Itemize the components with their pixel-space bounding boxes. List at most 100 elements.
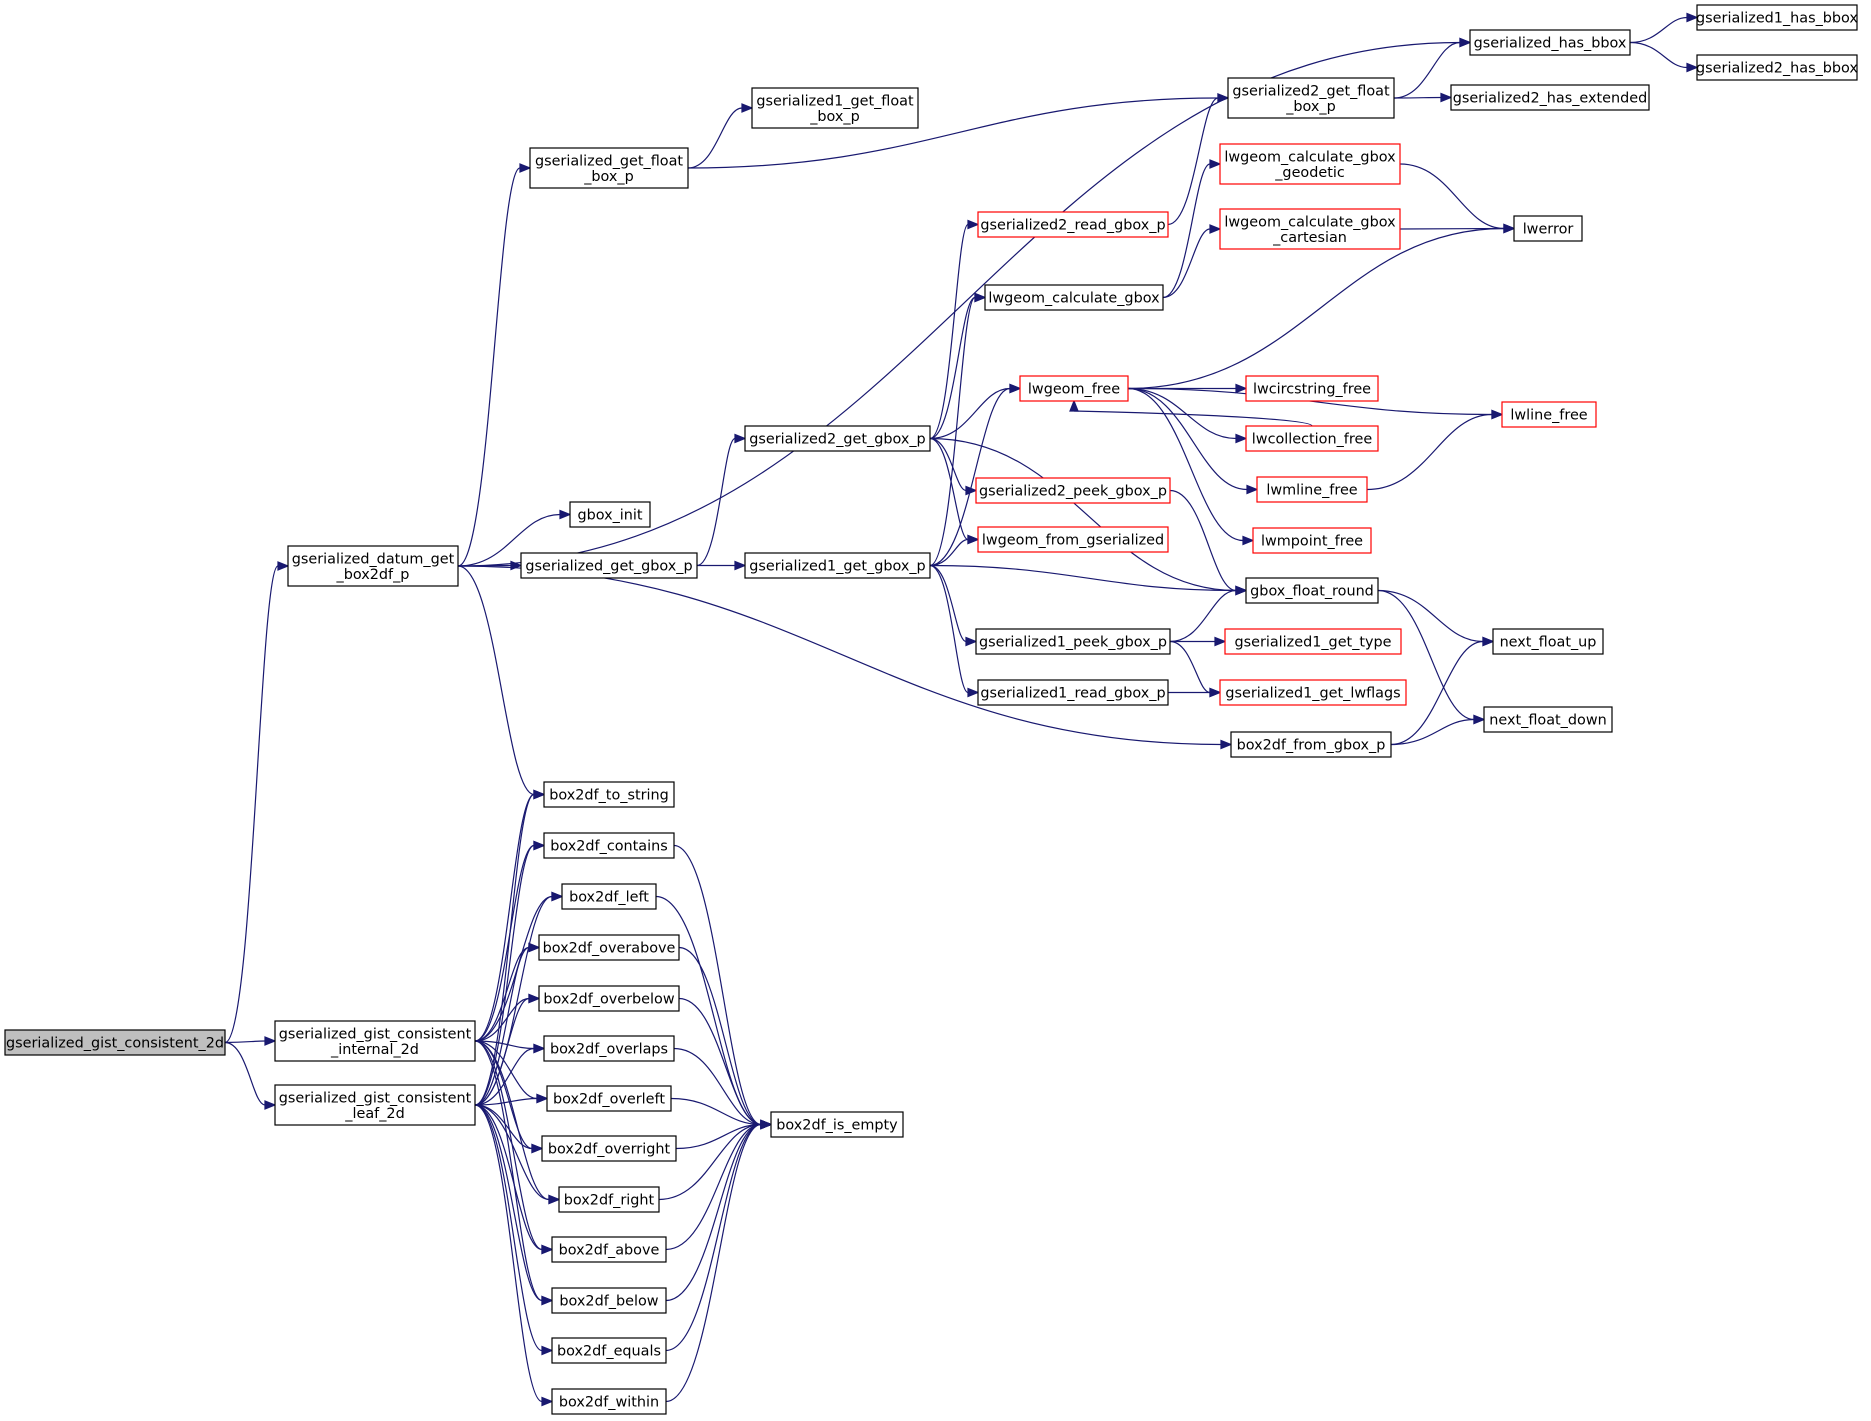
node-gserialized_get_gbox_p[interactable]: gserialized_get_gbox_p <box>520 552 698 579</box>
edge-gserialized_gist_consistent_leaf_2d-to-box2df_below <box>474 1104 554 1306</box>
node-box2df_overleft[interactable]: box2df_overleft <box>546 1085 672 1112</box>
node-label: gserialized_datum_get <box>292 551 455 567</box>
edge-line <box>665 1123 762 1251</box>
node-label: gserialized2_get_float <box>1232 83 1390 99</box>
node-gserialized1_get_lwflags[interactable]: gserialized1_get_lwflags <box>1219 679 1407 706</box>
node-box2df_above[interactable]: box2df_above <box>551 1236 667 1263</box>
edge-arrowhead <box>541 1396 554 1407</box>
edge-line <box>1393 96 1442 99</box>
node-gserialized2_peek_gbox_p[interactable]: gserialized2_peek_gbox_p <box>975 477 1171 504</box>
edge-arrowhead <box>1069 399 1079 412</box>
edge-line <box>1399 163 1505 230</box>
edge-gserialized_gist_consistent_2d-to-gserialized_gist_consistent_leaf_2d <box>224 1041 277 1110</box>
node-label: gserialized1_get_type <box>1234 635 1391 651</box>
node-gserialized2_get_float_box_p[interactable]: gserialized2_get_float_box_p <box>1227 77 1395 119</box>
node-gserialized1_has_bbox[interactable]: gserialized1_has_bbox <box>1696 4 1858 31</box>
node-lwmpoint_free[interactable]: lwmpoint_free <box>1252 527 1372 554</box>
node-gserialized2_has_extended[interactable]: gserialized2_has_extended <box>1450 84 1650 111</box>
edge-arrowhead <box>533 1043 546 1054</box>
edge-arrowhead <box>1209 687 1222 698</box>
node-next_float_down[interactable]: next_float_down <box>1483 706 1613 733</box>
edge-arrowhead <box>1235 383 1248 394</box>
edge-line <box>224 1040 266 1044</box>
edge-box2df_from_gbox_p-to-next_float_down <box>1390 714 1486 746</box>
edge-gserialized_gist_consistent_leaf_2d-to-box2df_overbelow <box>474 993 541 1106</box>
edge-arrowhead <box>1491 409 1504 420</box>
node-box2df_below[interactable]: box2df_below <box>551 1287 667 1314</box>
edge-gserialized1_get_gbox_p-to-lwgeom_from_gserialized <box>929 534 980 567</box>
node-gbox_init[interactable]: gbox_init <box>569 501 651 528</box>
node-box <box>1219 679 1407 706</box>
node-lwgeom_calculate_gbox_geodetic[interactable]: lwgeom_calculate_gbox_geodetic <box>1219 143 1401 185</box>
node-lwerror[interactable]: lwerror <box>1513 215 1583 242</box>
node-gbox_float_round[interactable]: gbox_float_round <box>1245 577 1379 604</box>
node-gserialized1_get_float_box_p[interactable]: gserialized1_get_float_box_p <box>751 87 919 129</box>
node-label: lwgeom_calculate_gbox <box>988 291 1160 307</box>
node-box2df_to_string[interactable]: box2df_to_string <box>543 781 675 808</box>
node-gserialized_get_float_box_p[interactable]: gserialized_get_float_box_p <box>529 147 689 189</box>
node-box2df_overabove[interactable]: box2df_overabove <box>538 934 680 961</box>
edge-line <box>1169 589 1237 643</box>
node-gserialized1_peek_gbox_p[interactable]: gserialized1_peek_gbox_p <box>975 628 1171 655</box>
edge-arrowhead <box>1459 37 1472 48</box>
node-lwmline_free[interactable]: lwmline_free <box>1256 476 1368 503</box>
node-box2df_overright[interactable]: box2df_overright <box>541 1135 677 1162</box>
edge-arrowhead <box>734 433 747 444</box>
node-lwcollection_free[interactable]: lwcollection_free <box>1245 425 1379 452</box>
node-next_float_up[interactable]: next_float_up <box>1492 628 1604 655</box>
node-lwline_free[interactable]: lwline_free <box>1501 401 1597 428</box>
node-gserialized_gist_consistent_leaf_2d[interactable]: gserialized_gist_consistent_leaf_2d <box>274 1084 476 1126</box>
node-gserialized_datum_get_box2df_p[interactable]: gserialized_datum_get_box2df_p <box>287 545 459 587</box>
node-box2df_is_empty[interactable]: box2df_is_empty <box>770 1111 904 1138</box>
node-lwgeom_from_gserialized[interactable]: lwgeom_from_gserialized <box>977 526 1169 553</box>
node-box2df_from_gbox_p[interactable]: box2df_from_gbox_p <box>1230 731 1392 758</box>
node-gserialized2_read_gbox_p[interactable]: gserialized2_read_gbox_p <box>977 211 1169 238</box>
edge-lwgeom_free-to-lwmline_free <box>1127 387 1259 495</box>
edge-line <box>474 793 535 1106</box>
node-gserialized_gist_consistent_2d[interactable]: gserialized_gist_consistent_2d <box>4 1029 226 1056</box>
node-box <box>984 284 1164 311</box>
node-lwcircstring_free[interactable]: lwcircstring_free <box>1245 375 1379 402</box>
edge-line <box>1169 489 1237 592</box>
node-box2df_contains[interactable]: box2df_contains <box>543 832 675 859</box>
edge-lwcollection_free-to-lwgeom_free <box>1069 399 1313 427</box>
edge-line <box>929 387 1011 567</box>
node-box2df_overbelow[interactable]: box2df_overbelow <box>538 985 680 1012</box>
node-box <box>1230 731 1392 758</box>
node-box <box>558 1186 660 1213</box>
node-label: box2df_is_empty <box>776 1118 898 1134</box>
edge-line <box>474 1040 550 1201</box>
node-gserialized2_has_bbox[interactable]: gserialized2_has_bbox <box>1696 54 1858 81</box>
node-gserialized1_read_gbox_p[interactable]: gserialized1_read_gbox_p <box>977 679 1169 706</box>
node-box <box>1224 628 1402 655</box>
node-gserialized1_get_gbox_p[interactable]: gserialized1_get_gbox_p <box>744 552 931 579</box>
node-box <box>1696 4 1858 31</box>
edge-line <box>474 1104 550 1201</box>
node-label: gbox_float_round <box>1250 584 1374 600</box>
edge-line <box>1162 163 1211 299</box>
node-box2df_left[interactable]: box2df_left <box>561 883 657 910</box>
node-gserialized2_get_gbox_p[interactable]: gserialized2_get_gbox_p <box>744 425 931 452</box>
node-box2df_equals[interactable]: box2df_equals <box>551 1337 667 1364</box>
node-gserialized1_get_type[interactable]: gserialized1_get_type <box>1224 628 1402 655</box>
node-box <box>975 477 1171 504</box>
node-lwgeom_calculate_gbox_cartesian[interactable]: lwgeom_calculate_gbox_cartesian <box>1219 208 1401 250</box>
node-gserialized_gist_consistent_internal_2d[interactable]: gserialized_gist_consistent_internal_2d <box>274 1020 476 1062</box>
edge-gserialized_gist_consistent_internal_2d-to-box2df_right <box>474 1040 561 1205</box>
node-box2df_right[interactable]: box2df_right <box>558 1186 660 1213</box>
edge-line <box>1366 413 1493 491</box>
edge-gserialized_gist_consistent_leaf_2d-to-box2df_contains <box>474 840 546 1106</box>
node-lwgeom_free[interactable]: lwgeom_free <box>1019 375 1129 402</box>
node-lwgeom_calculate_gbox[interactable]: lwgeom_calculate_gbox <box>984 284 1164 311</box>
node-gserialized_has_bbox[interactable]: gserialized_has_bbox <box>1469 29 1631 56</box>
node-box <box>287 545 459 587</box>
node-box2df_within[interactable]: box2df_within <box>551 1388 667 1415</box>
edge-gserialized1_read_gbox_p-to-gserialized1_get_lwflags <box>1167 687 1222 698</box>
edge-arrowhead <box>967 687 980 698</box>
edge-line <box>474 946 530 1106</box>
node-box <box>1219 208 1401 250</box>
edge-gserialized_datum_get_box2df_p-to-box2df_from_gbox_p <box>457 565 1233 750</box>
node-box2df_overlaps[interactable]: box2df_overlaps <box>543 1035 675 1062</box>
node-box <box>975 628 1171 655</box>
edge-line <box>665 1123 762 1352</box>
